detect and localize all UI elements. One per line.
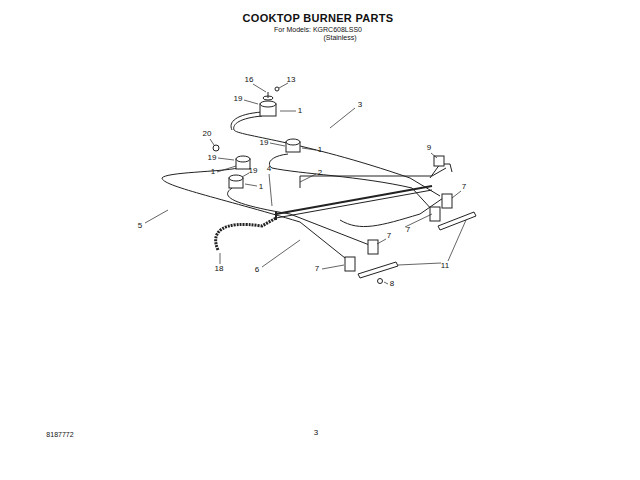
callout-number: 9 (427, 144, 431, 152)
callout-number: 1 (298, 107, 302, 115)
callout-number: 7 (406, 226, 410, 234)
callout-number: 3 (358, 101, 362, 109)
callout-number: 3 (314, 429, 318, 437)
diagram-title: COOKTOP BURNER PARTS (243, 13, 394, 24)
callout-number: 7 (315, 265, 319, 273)
callout-number: 6 (255, 266, 259, 274)
note-text: 8187772 (46, 431, 73, 438)
callout-number: 19 (234, 95, 243, 103)
note-text: (Stainless) (323, 34, 356, 41)
callout-number: 19 (249, 167, 258, 175)
callout-number: 1 (211, 168, 215, 176)
callout-number: 19 (260, 139, 269, 147)
callout-number: 19 (208, 154, 217, 162)
callout-number: 5 (138, 222, 142, 230)
callout-number: 7 (462, 183, 466, 191)
note-text: For Models: KGRC608LSS0 (274, 26, 362, 33)
callout-number: 2 (318, 169, 322, 177)
callout-number: 16 (245, 76, 254, 84)
callout-number: 13 (287, 76, 296, 84)
callout-number: 4 (267, 165, 271, 173)
callout-number: 11 (441, 262, 449, 270)
callout-number: 7 (387, 232, 391, 240)
callout-number: 20 (203, 130, 212, 138)
callout-number: 1 (318, 146, 322, 154)
callout-number: 1 (259, 183, 263, 191)
callout-number: 8 (390, 280, 394, 288)
callout-number: 18 (215, 265, 224, 273)
